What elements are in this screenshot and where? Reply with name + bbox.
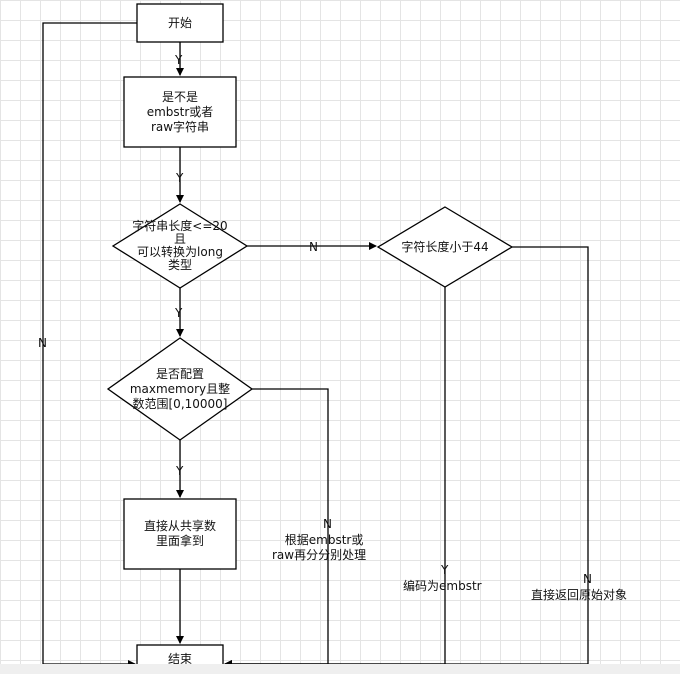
maxmemory-line-1: 是否配置 bbox=[155, 366, 204, 381]
len44-yes-annotation: 编码为embstr bbox=[403, 579, 482, 593]
edge-label-start-y: Y bbox=[175, 53, 183, 67]
shared-line-1: 直接从共享数 bbox=[143, 519, 216, 533]
long-check-label: 字符串长度<=20 且 可以转换为long 类型 bbox=[118, 212, 242, 280]
edge-start-no-loop bbox=[42, 22, 137, 668]
end-label: 结束 bbox=[167, 651, 192, 666]
maxmemory-check-label: 是否配置 maxmemory且整 数范围[0,10000] bbox=[108, 362, 252, 416]
long-line-3: 可以转换为long bbox=[137, 245, 223, 259]
long-line-1: 字符串长度<=20 bbox=[132, 219, 228, 233]
bottom-scroll-strip bbox=[0, 664, 680, 674]
maxmemory-line-2: maxmemory且整 bbox=[129, 381, 231, 396]
annotation-line-a: 根据embstr或 bbox=[284, 533, 364, 547]
edge-label-long-n: N bbox=[309, 240, 318, 254]
len44-no-annotation: 直接返回原始对象 bbox=[531, 588, 628, 602]
edge-label-len44-y: Y bbox=[441, 563, 449, 577]
start-label: 开始 bbox=[167, 15, 192, 30]
long-line-2: 且 bbox=[173, 232, 186, 246]
edge-maxmemory-no bbox=[224, 388, 329, 668]
annotation-line-b: raw再分分别处理 bbox=[272, 548, 367, 562]
len44-check-label: 字符长度小于44 bbox=[401, 239, 489, 254]
edge-label-left-n: N bbox=[38, 336, 47, 350]
shared-pool-node[interactable] bbox=[123, 498, 237, 570]
encoding-check-label: 是不是 embstr或者 raw字符串 bbox=[124, 77, 236, 147]
shared-line-2: 里面拿到 bbox=[155, 534, 204, 548]
encoding-line-3: raw字符串 bbox=[150, 119, 210, 134]
edge-len44-yes bbox=[224, 287, 446, 668]
encoding-check-node[interactable] bbox=[123, 76, 237, 148]
edge-label-long-y: Y bbox=[175, 306, 183, 320]
edge-label-len44-n: N bbox=[583, 572, 592, 586]
edge-label-maxmemory-n: N bbox=[323, 517, 332, 531]
maxmemory-no-annotation: 根据embstr或 raw再分分别处理 bbox=[272, 533, 366, 563]
encoding-line-2: embstr或者 bbox=[146, 104, 214, 119]
edge-label-encoding-y: Y bbox=[176, 171, 184, 185]
encoding-line-1: 是不是 bbox=[161, 89, 198, 104]
shared-pool-label: 直接从共享数 里面拿到 bbox=[124, 499, 236, 569]
long-line-4: 类型 bbox=[167, 258, 192, 272]
edge-label-maxmemory-y: Y bbox=[176, 464, 184, 478]
maxmemory-line-3: 数范围[0,10000] bbox=[132, 396, 228, 411]
